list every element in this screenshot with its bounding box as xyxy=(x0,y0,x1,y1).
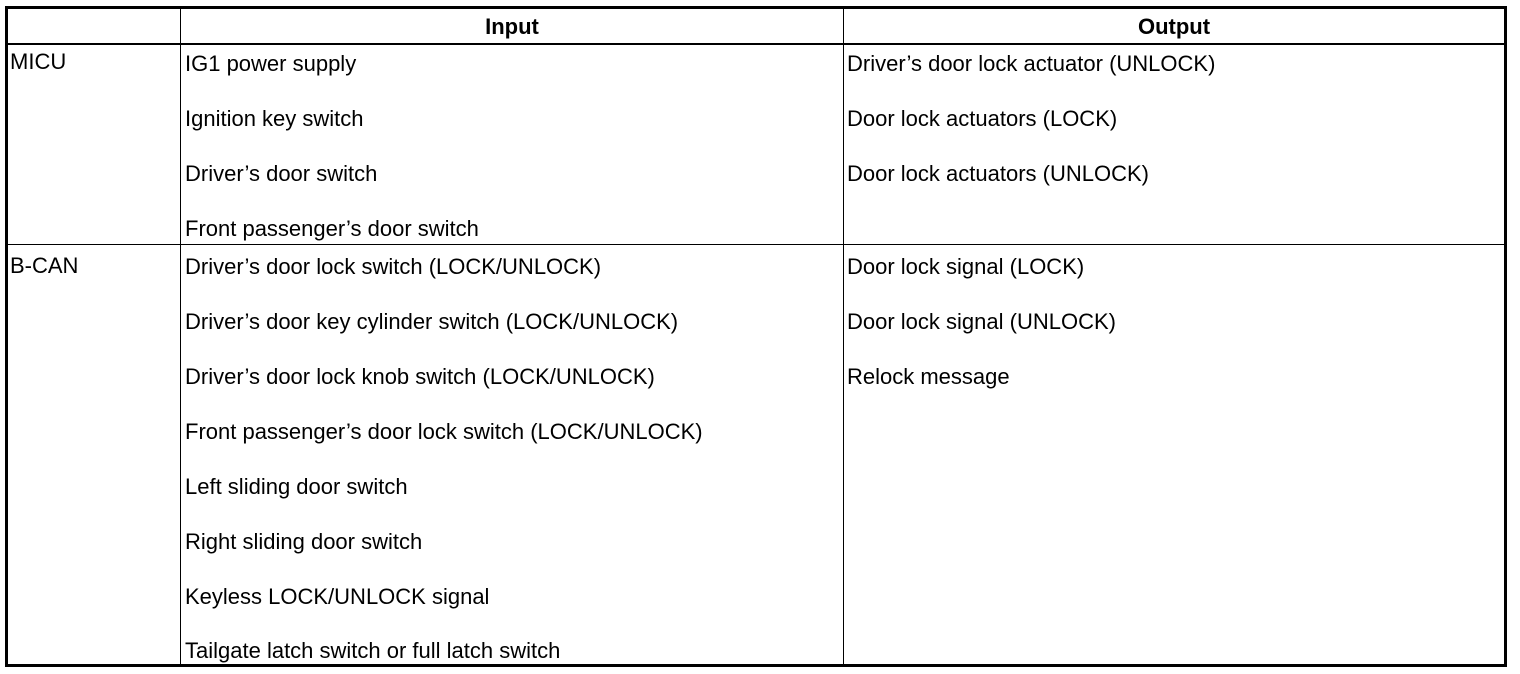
column-divider xyxy=(180,9,181,664)
unit-label: B-CAN xyxy=(10,253,79,278)
output-item: Door lock actuators (LOCK) xyxy=(847,106,1118,131)
output-item: Door lock signal (LOCK) xyxy=(847,254,1085,279)
input-item: Driver’s door lock knob switch (LOCK/UNL… xyxy=(185,364,655,389)
unit-label: MICU xyxy=(10,49,67,74)
output-item: Door lock actuators (UNLOCK) xyxy=(847,161,1149,186)
input-item: Driver’s door switch xyxy=(185,161,378,186)
input-item: Tailgate latch switch or full latch swit… xyxy=(185,638,561,663)
input-item: Front passenger’s door switch xyxy=(185,216,479,241)
input-item: Front passenger’s door lock switch (LOCK… xyxy=(185,419,703,444)
io-table: Input Output MICU IG1 power supply Ignit… xyxy=(5,6,1507,667)
output-item: Driver’s door lock actuator (UNLOCK) xyxy=(847,51,1216,76)
output-item: Door lock signal (UNLOCK) xyxy=(847,309,1116,334)
input-item: Ignition key switch xyxy=(185,106,364,131)
header-divider xyxy=(8,43,1504,45)
header-output: Output xyxy=(1137,14,1211,39)
input-item: IG1 power supply xyxy=(185,51,357,76)
header-input: Input xyxy=(485,14,539,39)
header-blank xyxy=(8,9,180,44)
input-item: Keyless LOCK/UNLOCK signal xyxy=(185,584,490,609)
input-item: Driver’s door key cylinder switch (LOCK/… xyxy=(185,309,679,334)
input-item: Left sliding door switch xyxy=(185,474,408,499)
input-item: Right sliding door switch xyxy=(185,529,423,554)
output-item: Relock message xyxy=(847,364,1010,389)
row-divider xyxy=(8,244,1504,245)
column-divider xyxy=(843,9,844,664)
input-item: Driver’s door lock switch (LOCK/UNLOCK) xyxy=(185,254,602,279)
